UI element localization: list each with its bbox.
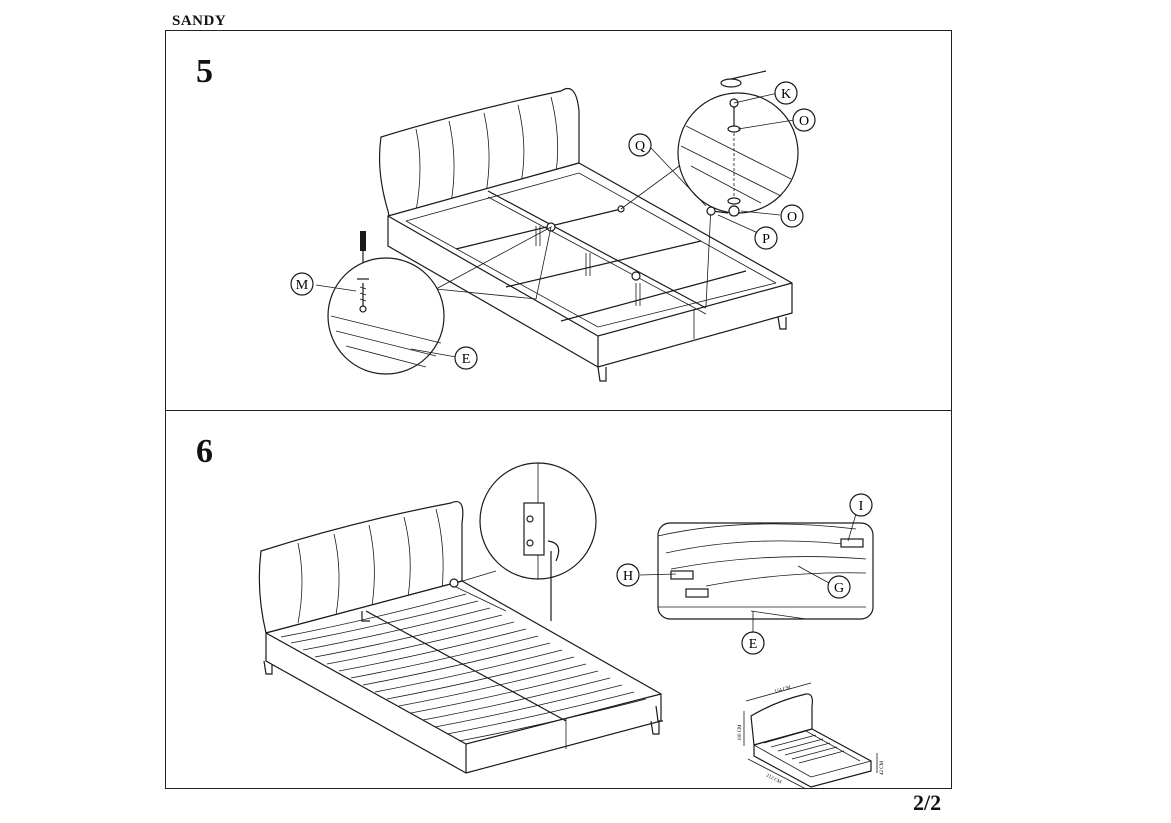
label-m: M — [296, 278, 309, 293]
dimension-thumbnail: 154 CM 100 CM 212 CM 42 CM — [738, 682, 885, 790]
step-5-panel: 5 — [166, 31, 951, 411]
slats — [280, 593, 647, 742]
dim-height: 100 CM — [738, 724, 743, 741]
dim-width: 154 CM — [774, 685, 792, 695]
center-beam — [487, 190, 707, 309]
label-e: E — [749, 637, 758, 652]
headboard — [258, 501, 464, 634]
step-6-panel: 6 — [166, 411, 951, 790]
step-5-diagram: K O Q O P M E — [290, 70, 816, 382]
label-i: I — [859, 499, 864, 514]
label-o-upper: O — [799, 114, 809, 129]
label-g: G — [834, 581, 844, 596]
step-number: 5 — [196, 53, 213, 90]
step-number: 6 — [196, 433, 213, 470]
label-k: K — [781, 87, 791, 102]
label-o-lower: O — [787, 210, 797, 225]
detail-circle-left — [327, 257, 445, 375]
headboard — [378, 87, 580, 217]
label-q: Q — [635, 139, 645, 154]
dim-depth: 42 CM — [880, 760, 885, 775]
slat-detail-box — [657, 522, 874, 620]
brand-name: SANDY — [172, 13, 227, 29]
page-number: 2/2 — [913, 790, 942, 815]
label-p: P — [762, 232, 770, 247]
step-6-diagram: I H G E 154 CM 100 CM 212 CM 42 C — [258, 462, 885, 790]
instruction-sheet: 5 — [165, 30, 952, 790]
label-e: E — [462, 352, 471, 367]
label-h: H — [623, 569, 633, 584]
